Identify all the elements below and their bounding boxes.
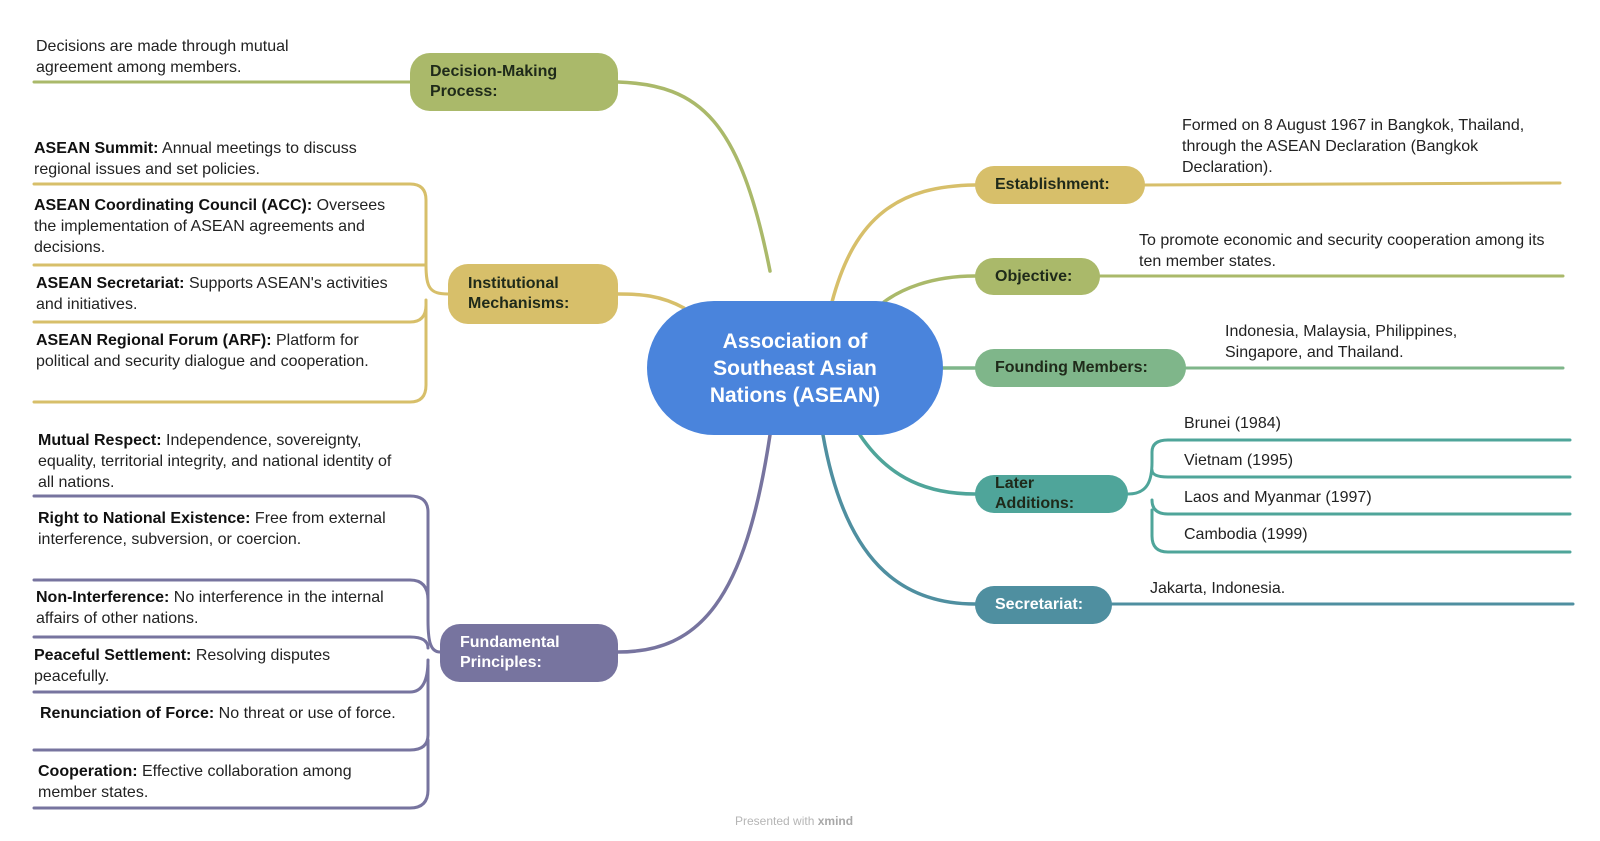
- institutional-item: ASEAN Secretariat: Supports ASEAN's acti…: [36, 273, 406, 315]
- topic-decision-making-label: Decision-Making Process:: [430, 63, 558, 100]
- connector-secretariat: [821, 433, 977, 606]
- institutional-item-term: ASEAN Summit:: [34, 140, 159, 157]
- fundamental-item: Peaceful Settlement: Resolving disputes …: [34, 645, 394, 687]
- connector-institutional: [616, 292, 686, 310]
- topic-institutional-label: Institutional Mechanisms:: [468, 275, 570, 312]
- fundamental-item-term: Cooperation:: [38, 763, 138, 780]
- underline-establishment: [1138, 181, 1562, 187]
- fundamental-item: Renunciation of Force: No threat or use …: [40, 703, 400, 724]
- fundamental-item-text: Effective collaboration among member sta…: [38, 763, 352, 801]
- connector-objective: [882, 274, 977, 304]
- connector-establishment: [830, 183, 977, 304]
- topic-establishment[interactable]: Establishment:: [975, 166, 1145, 204]
- institutional-item-text: Platform for political and security dial…: [36, 332, 369, 370]
- topic-founding-members[interactable]: Founding Members:: [975, 349, 1186, 387]
- topic-secretariat[interactable]: Secretariat:: [975, 586, 1112, 624]
- institutional-item: ASEAN Regional Forum (ARF): Platform for…: [36, 330, 406, 372]
- connector-later: [858, 433, 977, 496]
- fundamental-item-text: No interference in the internal affairs …: [36, 589, 384, 627]
- topic-later-additions-label: Later Additions:: [995, 475, 1075, 512]
- central-topic[interactable]: Association of Southeast Asian Nations (…: [647, 301, 943, 435]
- decision-making-text: Decisions are made through mutual agreem…: [36, 38, 289, 76]
- institutional-item-term: ASEAN Secretariat:: [36, 275, 185, 292]
- fundamental-item-text: Resolving disputes peacefully.: [34, 647, 331, 685]
- later-addition-item: Vietnam (1995): [1184, 452, 1294, 469]
- xmind-logo: xmind: [817, 814, 854, 828]
- institutional-item-term: ASEAN Regional Forum (ARF):: [36, 332, 272, 349]
- later-addition-item: Brunei (1984): [1184, 415, 1281, 432]
- central-topic-title: Association of Southeast Asian Nations (…: [709, 329, 881, 407]
- topic-decision-making[interactable]: Decision-Making Process:: [410, 53, 618, 111]
- bracket-institutional: [32, 182, 450, 404]
- topic-fundamental-label: Fundamental Principles:: [460, 634, 560, 671]
- bracket-fundamental: [32, 494, 442, 810]
- institutional-item-text: Annual meetings to discuss regional issu…: [34, 140, 357, 178]
- institutional-item: ASEAN Coordinating Council (ACC): Overse…: [34, 195, 404, 258]
- connector-decision: [616, 80, 772, 273]
- fundamental-item-text: No threat or use of force.: [214, 705, 396, 722]
- topic-establishment-label: Establishment:: [995, 176, 1110, 193]
- fundamental-item: Right to National Existence: Free from e…: [38, 508, 398, 550]
- institutional-item-text: Supports ASEAN's activities and initiati…: [36, 275, 388, 313]
- connector-fundamental: [616, 433, 772, 654]
- fundamental-item-text: Independence, sovereignty, equality, ter…: [38, 432, 392, 491]
- fundamental-item-term: Non-Interference:: [36, 589, 170, 606]
- establishment-text: Formed on 8 August 1967 in Bangkok, Thai…: [1182, 117, 1525, 176]
- topic-institutional[interactable]: Institutional Mechanisms:: [448, 264, 618, 324]
- later-addition-item: Cambodia (1999): [1184, 526, 1308, 543]
- institutional-item-term: ASEAN Coordinating Council (ACC):: [34, 197, 313, 214]
- fundamental-item: Cooperation: Effective collaboration amo…: [38, 761, 398, 803]
- fundamental-item-term: Peaceful Settlement:: [34, 647, 192, 664]
- fundamental-item-term: Mutual Respect:: [38, 432, 162, 449]
- topic-later-additions[interactable]: Later Additions:: [975, 475, 1128, 513]
- secretariat-text: Jakarta, Indonesia.: [1150, 580, 1286, 597]
- topic-objective[interactable]: Objective:: [975, 258, 1100, 295]
- founding-members-text: Indonesia, Malaysia, Philippines, Singap…: [1225, 323, 1458, 361]
- fundamental-item-term: Right to National Existence:: [38, 510, 251, 527]
- fundamental-item: Non-Interference: No interference in the…: [36, 587, 396, 629]
- institutional-item-text: Oversees the implementation of ASEAN agr…: [34, 197, 386, 256]
- footer-prefix: Presented with: [735, 814, 815, 828]
- topic-fundamental[interactable]: Fundamental Principles:: [440, 624, 618, 682]
- topic-secretariat-label: Secretariat:: [995, 596, 1084, 613]
- bracket-later: [1126, 438, 1572, 554]
- fundamental-item-text: Free from external interference, subvers…: [38, 510, 386, 548]
- objective-text: To promote economic and security coopera…: [1139, 232, 1545, 270]
- footer-credit: Presented with xmind: [735, 814, 853, 828]
- institutional-item: ASEAN Summit: Annual meetings to discuss…: [34, 138, 404, 180]
- later-addition-item: Laos and Myanmar (1997): [1184, 489, 1372, 506]
- fundamental-item-term: Renunciation of Force:: [40, 705, 215, 722]
- fundamental-item: Mutual Respect: Independence, sovereignt…: [38, 430, 398, 493]
- topic-founding-members-label: Founding Members:: [995, 359, 1148, 376]
- topic-objective-label: Objective:: [995, 267, 1073, 285]
